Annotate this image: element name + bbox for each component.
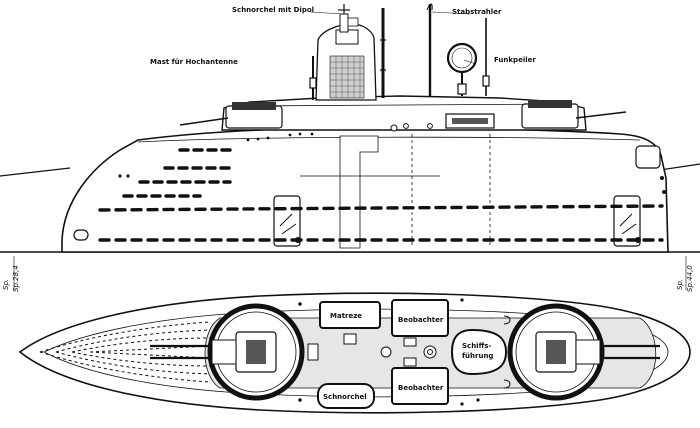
rivets	[118, 132, 666, 194]
funkpeiler-loop	[446, 18, 490, 96]
label-beobachter-top: Beobachter	[398, 316, 444, 324]
frame-mark-left-b: Sp.28,4	[12, 265, 20, 292]
deck-line-right	[659, 163, 700, 171]
label-schnorchel-plan: Schnorchel	[323, 393, 367, 401]
gun-housing-left	[179, 102, 283, 129]
label-leaders	[309, 11, 477, 65]
compartment-beobachter-top	[391, 299, 449, 337]
label-schiffsfuehrung-2: führung	[462, 352, 493, 360]
gun-tub-left	[150, 303, 305, 401]
compartment-matroze	[319, 301, 381, 329]
compartment-schiffsfuehrung	[450, 328, 508, 376]
snorkel-housing	[315, 4, 377, 101]
gun-housing-right	[521, 100, 627, 129]
plan-view	[18, 292, 691, 414]
mast-left	[309, 56, 317, 100]
frame-mark-left-a: Sp.	[2, 279, 10, 290]
label-matroze: Matreze	[330, 312, 362, 320]
bow-hatching	[39, 321, 211, 383]
hull-panels	[300, 134, 491, 249]
gun-tub-right	[507, 303, 660, 401]
bow-window	[73, 229, 89, 241]
deck-fittings	[307, 315, 511, 389]
label-schnorchel-mit-dipol: Schnorchel mit Dipol	[232, 6, 314, 14]
bridge-top-line	[239, 103, 571, 107]
label-schiffsfuehrung-1: Schiffs-	[462, 342, 491, 350]
label-stabstrahler: Stabstrahler	[452, 8, 502, 16]
plan-rivets	[298, 298, 480, 406]
limber-holes	[98, 148, 664, 242]
label-mast-hochantenne: Mast für Hochantenne	[150, 58, 238, 66]
stern-window	[635, 145, 661, 169]
side-elevation	[0, 3, 700, 290]
compartment-schnorchel	[317, 383, 375, 409]
label-funkpeiler: Funkpeiler	[494, 56, 536, 64]
frame-mark-right-b: Sp.44,0	[686, 265, 694, 292]
deck-line-left	[0, 167, 71, 177]
stabstrahler-antenna	[426, 3, 433, 96]
frame-mark-right-a: Sp.	[676, 279, 684, 290]
portholes	[390, 123, 433, 132]
label-beobachter-bottom: Beobachter	[398, 384, 444, 392]
labels: Schnorchel mit Dipol Stabstrahler Mast f…	[2, 6, 694, 401]
mast-hochantenne	[380, 8, 386, 98]
tower-roof-line	[137, 136, 641, 143]
compartment-beobachter-bottom	[391, 367, 449, 405]
